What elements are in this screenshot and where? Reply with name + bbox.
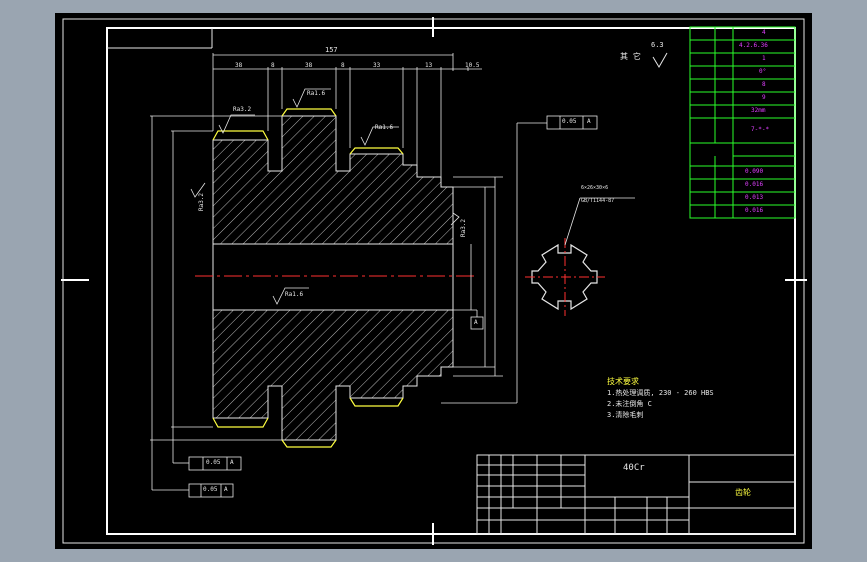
dim-seg7: 10.5 <box>465 62 480 69</box>
param-deviation: 0.016 <box>745 181 764 188</box>
roughness-other-label: 其 它 <box>620 52 641 61</box>
roughness-label: Ra1.6 <box>375 124 394 131</box>
spline-note-line: GB/T1144-87 <box>581 198 615 204</box>
roughness-other-symbol <box>652 52 668 68</box>
param-row: 9 <box>762 94 766 101</box>
cad-drawing <box>61 17 807 545</box>
param-deviation: 0.090 <box>745 168 764 175</box>
dim-seg2: 8 <box>271 62 275 69</box>
tolerance-datum: A <box>230 459 234 466</box>
tolerance-value: 0.05 <box>562 118 577 125</box>
param-table <box>689 26 796 219</box>
tooth-tips <box>212 108 404 448</box>
dim-seg5: 33 <box>373 62 381 69</box>
title-block <box>476 454 796 535</box>
dim-seg4: 8 <box>341 62 345 69</box>
roughness-label: Ra1.6 <box>285 291 304 298</box>
roughness-label: Ra3.2 <box>460 218 468 238</box>
part-name: 齿轮 <box>735 488 751 497</box>
tech-req-line: 3.清除毛刺 <box>607 411 644 419</box>
left-dimensions <box>150 115 282 441</box>
param-row: 1 <box>762 55 766 62</box>
dim-overall: 157 <box>325 46 338 54</box>
param-row: 8 <box>762 81 766 88</box>
dim-seg1: 38 <box>235 62 243 69</box>
outer-frame <box>62 18 805 544</box>
tech-requirements: 技术要求 1.热处理调质, 230 - 260 HBS 2.未注倒角 C 3.清… <box>607 378 714 419</box>
param-row: 7-*-* <box>751 126 770 133</box>
param-deviation: 0.016 <box>745 207 764 214</box>
tolerance-value: 0.05 <box>206 459 221 466</box>
roughness-label: Ra1.6 <box>307 90 326 97</box>
param-module: 4 <box>762 29 766 36</box>
tech-req-title: 技术要求 <box>607 377 639 386</box>
datum-flag: A <box>474 319 478 326</box>
spline-section <box>525 197 635 316</box>
dim-seg3: 38 <box>305 62 313 69</box>
tolerance-frames <box>151 115 598 498</box>
bore <box>212 243 454 311</box>
tolerance-value: 0.05 <box>203 486 218 493</box>
tech-req-line: 1.热处理调质, 230 - 260 HBS <box>607 389 714 397</box>
roughness-label: Ra3.2 <box>233 106 252 113</box>
top-dimensions <box>212 53 482 177</box>
tolerance-datum: A <box>587 118 591 125</box>
param-teeth: 4.2.6.36 <box>739 42 768 49</box>
spline-note-line: 6×26×30×6 <box>581 185 609 191</box>
material-label: 40Cr <box>623 463 645 473</box>
right-dimensions <box>441 122 547 404</box>
gear-section-lower <box>212 309 454 441</box>
param-deviation: 0.013 <box>745 194 764 201</box>
roughness-symbols <box>190 88 460 305</box>
param-row: 32mm <box>751 107 766 114</box>
roughness-label: Ra3.2 <box>198 192 206 212</box>
roughness-other-value: 6.3 <box>651 41 664 49</box>
param-row: 0° <box>759 68 767 75</box>
tech-req-line: 2.未注倒角 C <box>607 400 652 408</box>
tolerance-datum: A <box>224 486 228 493</box>
dim-seg6: 13 <box>425 62 433 69</box>
drawing-sheet: 157 38 8 38 8 33 13 10.5 Ra3.2 Ra1.6 Ra1… <box>55 13 812 549</box>
